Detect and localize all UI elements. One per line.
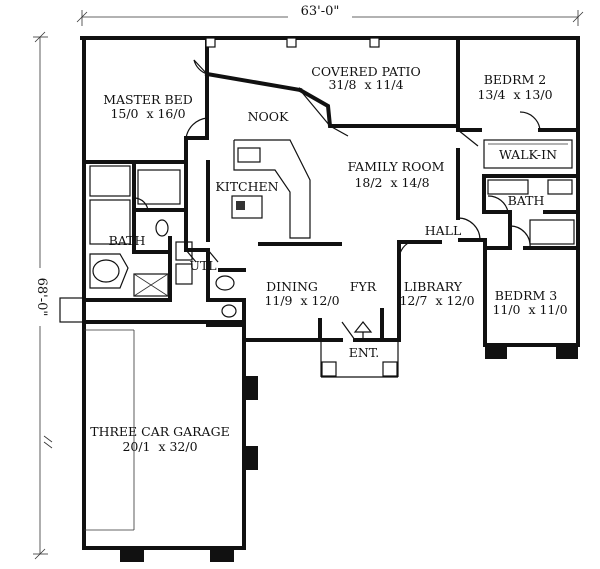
master-bed-size: 15/0 x 16/0 [110,106,185,121]
patio-walls [184,71,460,140]
bedroom-2-name: BEDRM 2 [484,72,546,87]
nook-name: NOOK [248,109,289,124]
hall-name: HALL [425,223,462,238]
master-bed-name: MASTER BED [103,92,193,107]
doors [133,59,541,341]
bedroom-3-size: 11/0 x 11/0 [492,302,567,317]
bedroom-2-size: 13/4 x 13/0 [477,87,552,102]
fixtures [89,139,575,318]
room-labels: COVERED PATIO 31/8 x 11/4 MASTER BED 15/… [90,64,567,454]
interior-walls [82,128,580,342]
entry-name: ENT. [349,345,380,360]
entry-porch [320,321,399,378]
library-name: LIBRARY [404,279,463,294]
bath-2-name: BATH [508,193,545,208]
utility-name: UTL [189,258,216,273]
family-room-size: 18/2 x 14/8 [354,175,429,190]
depth-label: 68'-0" [34,278,49,317]
kitchen-name: KITCHEN [215,179,278,194]
covered-patio-size: 31/8 x 11/4 [328,77,403,92]
depth-dimension: 68'-0" [26,31,53,560]
master-bath-name: BATH [109,233,146,248]
garage-doors [59,297,135,531]
width-label: 63'-0" [301,4,340,19]
garage-name: THREE CAR GARAGE [90,424,229,439]
covered-patio-name: COVERED PATIO [311,64,420,79]
walk-in-name: WALK-IN [499,147,557,162]
patio-columns [205,37,380,48]
dining-size: 11/9 x 12/0 [264,293,339,308]
bedroom-3-name: BEDRM 3 [495,288,558,303]
width-dimension: 63'-0" [76,4,584,26]
library-size: 12/7 x 12/0 [399,293,474,308]
garage-size: 20/1 x 32/0 [122,439,197,454]
family-room-name: FAMILY ROOM [348,159,445,174]
foyer-name: FYR [350,279,377,294]
dining-name: DINING [266,279,318,294]
structural-piers [80,36,578,562]
